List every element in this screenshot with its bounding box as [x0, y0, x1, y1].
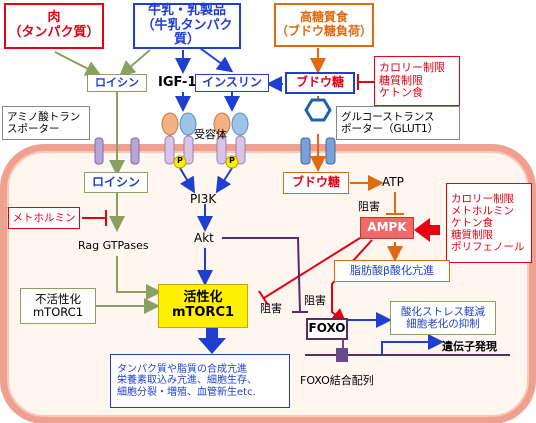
milk-sublabel: （牛乳タンパク質） [141, 17, 233, 48]
pi3k-label: PI3K [190, 192, 217, 206]
restriction-2-item-4: 糖質制限 [451, 229, 493, 242]
foxo-box: FOXO [306, 318, 348, 340]
inactive-label: 不活性化 [35, 291, 81, 306]
glucose-transporter-label: グルコーストランス ポーター（GLUT1） [336, 106, 460, 140]
output-line3: 細胞分裂・増殖、血管新生etc. [117, 386, 256, 398]
metformin-box: メトホルミン [8, 207, 80, 229]
ampk-box: AMPK [360, 217, 414, 239]
restriction-2-item-5: ポリフェノール [451, 241, 525, 254]
gene-expression-label: 遺伝子発現 [442, 340, 497, 353]
meat-sublabel: （タンパク質） [8, 25, 100, 40]
inactive-mtorc1-label: mTORC1 [32, 305, 84, 319]
glucose-transporter-line1: グルコーストランス [341, 110, 435, 123]
active-mtorc1-label: mTORC1 [171, 305, 235, 320]
active-mtorc1-box: 活性化 mTORC1 [158, 284, 248, 328]
sugar-source-box: 高糖質食 （ブドウ糖負荷） [274, 3, 374, 47]
inhibit-label-akt: 阻害 [304, 294, 326, 307]
atp-label: ATP [382, 175, 404, 189]
inactive-mtorc1-box: 不活性化 mTORC1 [20, 288, 96, 324]
leucine-intracellular: ロイシン [84, 172, 148, 193]
receptor-label: 受容体 [194, 128, 227, 141]
ampk-activation-arrow [414, 218, 440, 242]
restriction-box-2: カロリー制限 メトホルミン ケトン食 糖質制限 ポリフェノール [446, 183, 532, 263]
glucose-transporter-shape [300, 137, 336, 165]
glucose-extracellular: ブドウ糖 [285, 72, 355, 94]
meat-label: 肉 [47, 10, 61, 26]
output-line1: タンパク質や脂質の合成亢進 [117, 363, 247, 375]
glucose-transporter-line2: ポーター（GLUT1） [341, 123, 439, 135]
sugar-label: 高糖質食 [299, 10, 348, 25]
amino-acid-transporter-label: アミノ酸トラン スポーター [2, 106, 90, 140]
akt-label: Akt [194, 231, 214, 245]
inhibit-label-ampk: 阻害 [260, 302, 282, 315]
rag-gtpases-label: Rag GTPases [78, 239, 149, 252]
meat-source-box: 肉 （タンパク質） [4, 3, 104, 49]
mtorc1-output-box: タンパク質や脂質の合成亢進 栄養素取込み亢進、細胞生存、 細胞分裂・増殖、血管新… [110, 354, 290, 408]
active-label: 活性化 [183, 290, 223, 306]
restriction-1-item-3: ケトン食 [379, 86, 423, 100]
output-line2: 栄養素取込み亢進、細胞生存、 [117, 375, 257, 387]
milk-label: 牛乳・乳製品 [147, 2, 226, 18]
phospho-label-2: P [229, 156, 235, 165]
leucine-extracellular: ロイシン [87, 74, 147, 92]
insulin-receptor-shape [213, 112, 249, 165]
restriction-box-1: カロリー制限 糖質制限 ケトン食 [374, 56, 460, 106]
restriction-1-item-2: 糖質制限 [379, 73, 423, 87]
inhibit-label-atp: 阻害 [358, 200, 380, 213]
cell-membrane [0, 144, 536, 423]
restriction-2-item-3: ケトン食 [451, 216, 493, 229]
foxo-binding-label: FOXO結合配列 [300, 374, 374, 387]
igf1-label: IGF-1 [158, 75, 197, 90]
phospho-label-1: P [177, 156, 183, 165]
sugar-sublabel: （ブドウ糖負荷） [276, 24, 373, 38]
glucose-hexagon [304, 98, 332, 122]
output-arrow [198, 328, 226, 354]
amino-acid-transporter-line2: スポーター [7, 123, 60, 135]
glucose-intracellular: ブドウ糖 [283, 172, 349, 194]
igf1-receptor-shape [161, 112, 197, 165]
foxo-binding-site [336, 348, 348, 362]
oxidative-line2: 細胞老化の抑制 [406, 318, 480, 330]
oxidative-stress-box: 酸化ストレス軽減 細胞老化の抑制 [390, 301, 496, 335]
fatty-acid-oxidation-box: 脂肪酸β酸化亢進 [334, 260, 450, 282]
amino-acid-transporter-shape [94, 137, 140, 165]
oxidative-line1: 酸化ストレス軽減 [401, 305, 485, 318]
phospho-circle-1 [173, 155, 187, 169]
insulin-box: インスリン [195, 74, 269, 92]
milk-source-box: 牛乳・乳製品 （牛乳タンパク質） [133, 3, 241, 49]
amino-acid-transporter-line1: アミノ酸トラン [7, 110, 81, 123]
phospho-circle-2 [225, 155, 239, 169]
restriction-2-item-2: メトホルミン [451, 204, 514, 217]
restriction-1-item-1: カロリー制限 [379, 61, 445, 75]
restriction-2-item-1: カロリー制限 [451, 192, 514, 205]
